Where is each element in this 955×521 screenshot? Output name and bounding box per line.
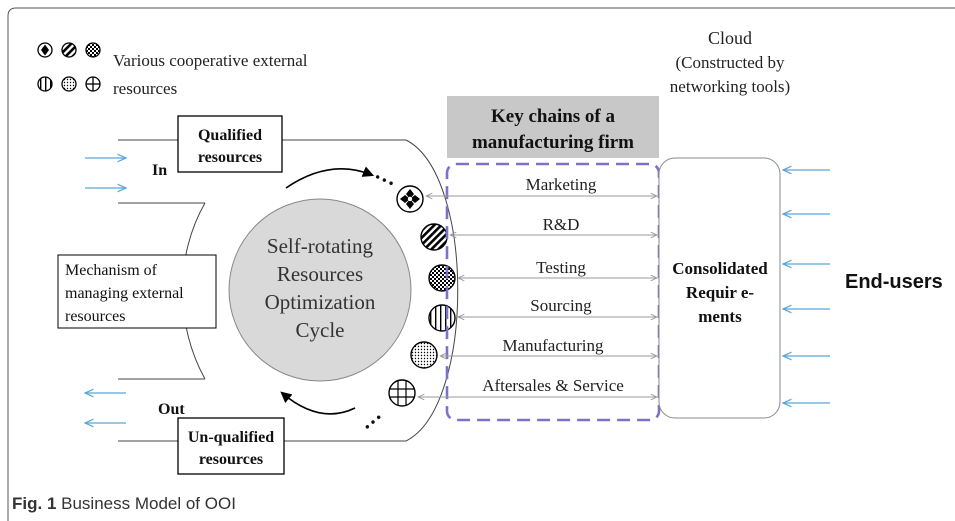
legend-text-line2: resources: [113, 79, 177, 98]
mechanism-line1: Mechanism of: [65, 262, 158, 279]
resource-dotted-icon: [410, 341, 438, 369]
key-chains-title-line1: Key chains of a: [491, 106, 616, 127]
optimization-cycle-circle: [228, 198, 412, 382]
key-chains-title-line2: manufacturing firm: [472, 132, 634, 153]
legend-vertical-icon: [37, 76, 53, 92]
cycle-label-line4: Cycle: [296, 318, 345, 342]
ellipsis-top: …: [372, 159, 403, 191]
in-label: In: [152, 162, 167, 179]
chain-rd: R&D: [543, 215, 580, 234]
legend-icons: [37, 42, 101, 92]
resource-diagonal-icon: [420, 223, 448, 251]
chain-marketing: Marketing: [526, 175, 597, 194]
mechanism-line3: resources: [65, 308, 125, 325]
resource-grid-icon: [388, 379, 416, 407]
legend-checker-icon: [85, 42, 101, 58]
cycle-label-line3: Optimization: [265, 290, 376, 314]
cycle-label-line2: Resources: [277, 262, 363, 286]
cycle-label-line1: Self-rotating: [267, 234, 374, 258]
resource-checker-icon: [428, 264, 456, 292]
consolidated-requirements-box: [658, 157, 781, 419]
caption-text: Business Model of OOI: [56, 494, 236, 513]
chain-aftersales: Aftersales & Service: [482, 376, 624, 395]
output-arrows: [85, 393, 126, 423]
figure-frame: [7, 7, 955, 521]
unqualified-resources-box: [177, 417, 285, 475]
consolidated-line1: Consolidated: [672, 259, 768, 278]
chain-testing: Testing: [536, 258, 586, 277]
chain-sourcing: Sourcing: [530, 296, 592, 315]
resource-diamond-icon: [396, 185, 424, 213]
chain-arrows: [418, 196, 657, 397]
legend-text-line1: Various cooperative external: [113, 51, 308, 70]
end-user-arrows: [783, 170, 830, 403]
consolidated-line2: Requir e-: [686, 283, 754, 302]
end-users-label: End-users: [845, 271, 943, 293]
caption-label: Fig. 1: [12, 494, 56, 513]
key-chains-box: [447, 96, 659, 158]
qualified-label-line2: resources: [198, 149, 262, 166]
input-arrows: [85, 158, 126, 188]
ellipsis-bottom: …: [353, 401, 386, 434]
cloud-subtitle-line2: networking tools): [670, 77, 790, 96]
qualified-resources-box: [177, 115, 283, 173]
legend-diamond-icon: [37, 42, 53, 58]
unqualified-label-line1: Un-qualified: [188, 429, 274, 446]
qualified-label-line1: Qualified: [198, 127, 262, 144]
mechanism-box: [57, 254, 217, 329]
cycle-boundary-lines: [118, 139, 459, 442]
resource-vertical-icon: [428, 304, 456, 332]
mechanism-line2: managing external: [65, 285, 184, 302]
consolidated-line3: ments: [698, 307, 742, 326]
figure-caption: Fig. 1 Business Model of OOI: [12, 494, 236, 513]
unqualified-label-line2: resources: [199, 451, 263, 468]
legend-diagonal-icon: [61, 42, 77, 58]
chain-manufacturing: Manufacturing: [502, 336, 604, 355]
out-label: Out: [158, 401, 185, 418]
legend-cross-icon: [85, 76, 101, 92]
rotation-arrow-bottom: [280, 391, 356, 415]
rotation-arrow-top: [285, 166, 375, 189]
cloud-subtitle-line1: (Constructed by: [675, 53, 785, 72]
cloud-title: Cloud: [708, 28, 752, 48]
legend-dotted-icon: [61, 76, 77, 92]
